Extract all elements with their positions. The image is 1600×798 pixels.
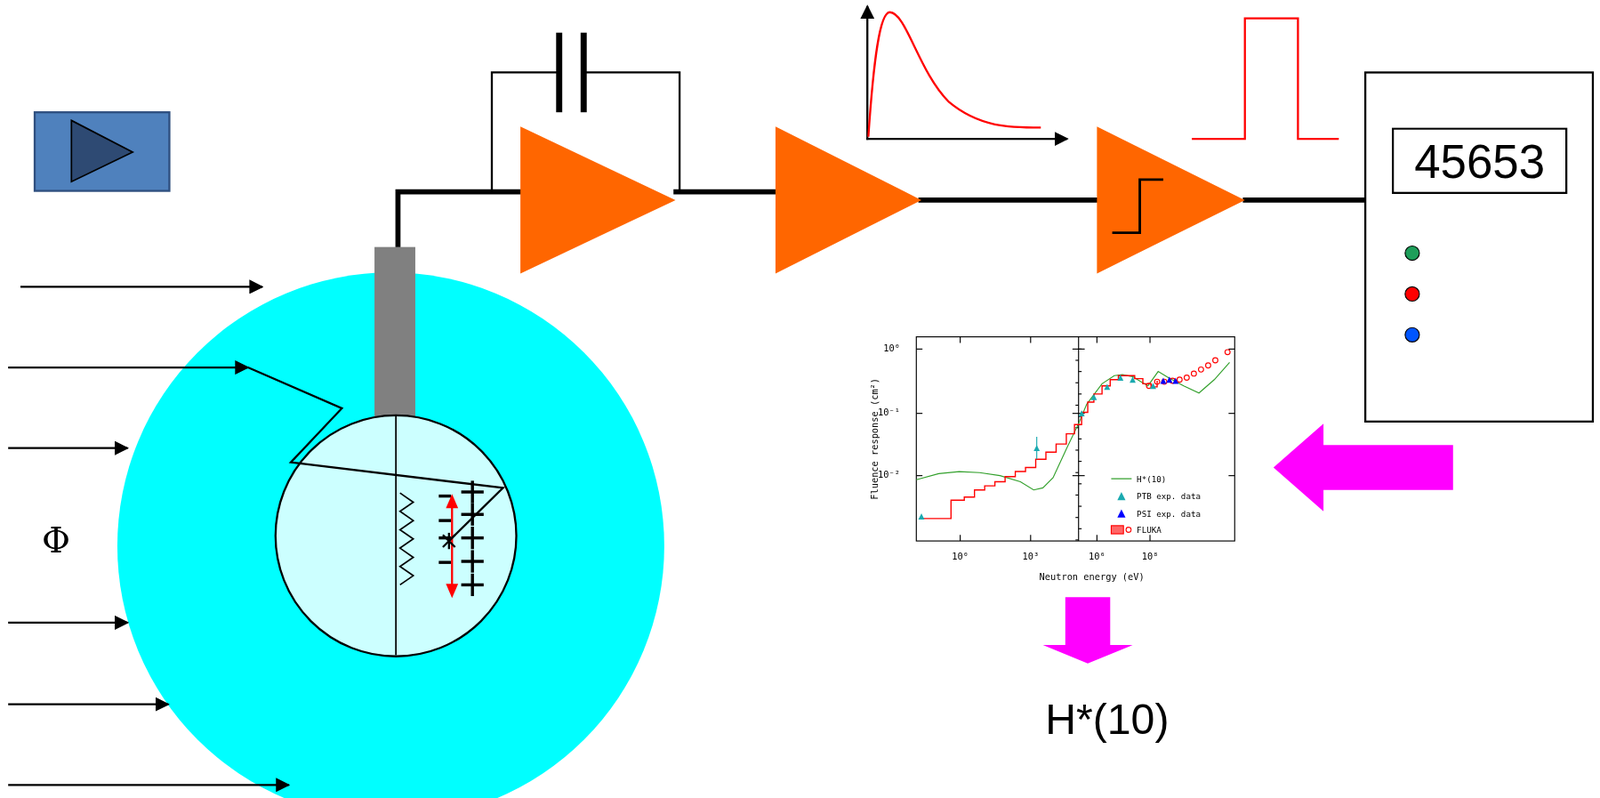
legend-text: H*(10)	[1136, 474, 1166, 483]
response-chart	[916, 337, 1235, 541]
legend-sample	[1109, 490, 1133, 503]
counter-display: 45653	[1391, 127, 1568, 194]
legend-sample	[1109, 506, 1133, 520]
shaping-amplifier	[775, 126, 922, 274]
play-triangle	[71, 120, 133, 182]
legend-sample	[1109, 523, 1133, 537]
flux-symbol: Φ	[41, 522, 71, 561]
axis-title: Fluence response (cm²)	[870, 377, 881, 500]
counter-value: 45653	[1414, 133, 1545, 189]
axis-tick: 10⁰	[883, 344, 901, 354]
blue-led	[1405, 327, 1420, 342]
logic-pulse	[1191, 18, 1339, 139]
red-led	[1405, 286, 1420, 301]
neutron-track	[248, 367, 504, 541]
legend-entry: PTB exp. data	[1109, 490, 1201, 503]
quantity-label: H*(10)	[1045, 695, 1169, 743]
axis-tick: 10⁸	[1141, 552, 1159, 563]
axis-tick: 10⁶	[1088, 552, 1106, 563]
axis-tick: 10⁻²	[877, 470, 901, 481]
feedback-capacitor	[559, 32, 585, 113]
ion-charges	[438, 480, 483, 596]
axis-tick: 10⁰	[951, 552, 969, 563]
legend-text: FLUKA	[1136, 524, 1162, 534]
legend-entry: FLUKA	[1109, 523, 1161, 537]
shaped-pulse	[868, 12, 1041, 137]
result-arrow	[1043, 596, 1134, 664]
preamplifier	[520, 126, 676, 274]
legend-sample	[1109, 472, 1133, 485]
discriminator	[1096, 126, 1245, 274]
track-zigzag	[400, 492, 414, 585]
axis-title: Neutron energy (eV)	[1039, 572, 1145, 583]
legend-text: PSI exp. data	[1136, 508, 1201, 518]
play-icon	[34, 112, 169, 191]
counter-unit	[1365, 72, 1593, 421]
legend-entry: PSI exp. data	[1109, 506, 1201, 520]
threshold-step	[1112, 179, 1164, 234]
axis-tick: 10⁻¹	[877, 408, 901, 419]
proportional-counter	[275, 415, 517, 657]
reaction-star	[442, 532, 456, 549]
green-led	[1405, 246, 1420, 261]
legend-entry: H*(10)	[1109, 472, 1166, 485]
legend-text: PTB exp. data	[1136, 490, 1201, 500]
detector-stem	[374, 247, 416, 427]
calibration-arrow	[1273, 423, 1454, 512]
anode-wire	[394, 416, 397, 655]
pulse-axes	[866, 6, 1068, 140]
neutron-arrows	[8, 286, 290, 785]
axis-tick: 10³	[1021, 552, 1039, 563]
